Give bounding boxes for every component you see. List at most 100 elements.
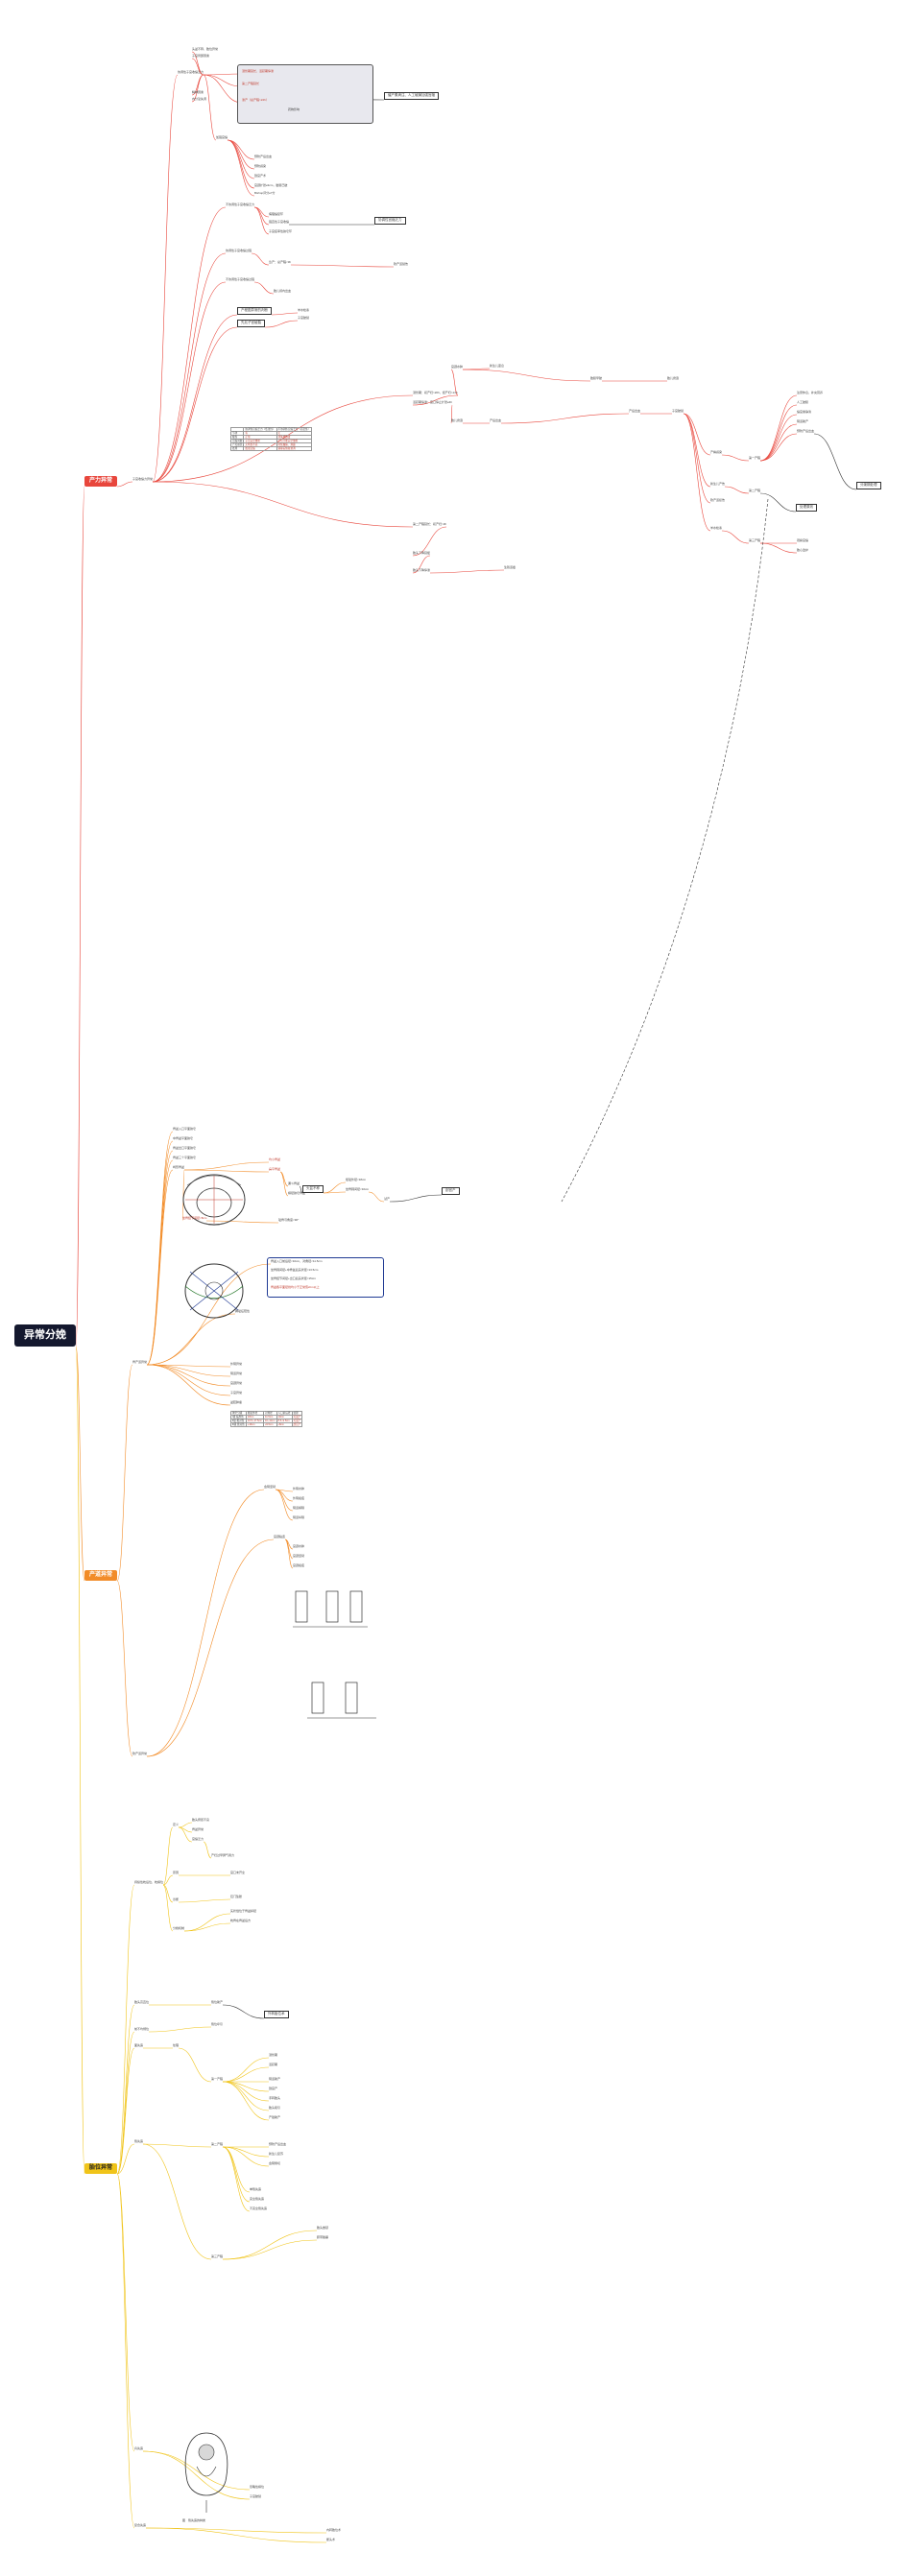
s1r-c2[interactable]: 第二产程 (749, 489, 761, 492)
s3-e3[interactable]: 宫缩乏力 (192, 1837, 204, 1841)
s3-g3[interactable]: 不完全臀先露 (250, 2206, 268, 2210)
s3-f1[interactable]: 第一产程 (211, 2077, 224, 2081)
s2-v5[interactable]: 盆腔肿瘤 (230, 1400, 243, 1404)
s2-v4[interactable]: 子宫异常 (230, 1391, 243, 1395)
s3-g5[interactable]: 脐带脱垂 (317, 2235, 329, 2239)
s1-cs[interactable]: 剖宫产术 (254, 174, 267, 178)
s3-main2[interactable]: 胎头高直位 (134, 2000, 150, 2004)
s1-box2[interactable]: 第二产程延长 (242, 82, 260, 85)
s1-chart2[interactable]: Bishop评分≥7分 (254, 191, 276, 195)
s3-f12[interactable]: 新生儿复苏 (269, 2152, 284, 2156)
s2-q2[interactable]: 外阴水肿 (293, 1487, 305, 1491)
section-node-3[interactable]: 胎位异常 (84, 2163, 118, 2174)
s1-r6[interactable]: 宫颈水肿 (451, 365, 464, 369)
s1-box3[interactable]: 滞产（总产程>24h） (242, 98, 269, 102)
s1-treat1[interactable]: 加强宫缩 (216, 135, 228, 139)
s1-cause5[interactable]: 药物影响 (288, 107, 300, 111)
s3-e4[interactable]: 产妇过早屏气用力 (211, 1853, 235, 1857)
s3-main3[interactable]: 前不均倾位 (134, 2027, 150, 2031)
s1-a3[interactable]: 协调性子宫收缩过强 (226, 249, 252, 252)
s1-box1[interactable]: 潜伏期延长、活跃期停滞 (242, 69, 275, 73)
s2-q7[interactable]: 宫颈水肿 (293, 1544, 305, 1548)
s1r-c4[interactable]: 注意休息，补充营养 (797, 391, 824, 394)
s3-h4[interactable]: 断头术 (326, 2538, 336, 2541)
s2-box-b[interactable]: 试产 (384, 1197, 391, 1201)
s1-boxed-a[interactable]: 协调性宫缩乏力 (374, 217, 406, 225)
s2-q9[interactable]: 宫颈瘢痕 (293, 1563, 305, 1567)
s1-r12[interactable]: 软产道裂伤 (394, 262, 409, 266)
s3-d3[interactable]: 诊断 (173, 1897, 180, 1901)
s3-e6[interactable]: 肛门坠胀 (230, 1895, 243, 1898)
s2-p1[interactable]: 骨盆入口平面狭窄 (173, 1127, 197, 1131)
s1-ring2[interactable]: 强直性子宫收缩 (269, 220, 290, 224)
s3-d1[interactable]: 定义 (173, 1823, 180, 1826)
s2-q4[interactable]: 阴道横隔 (293, 1506, 305, 1510)
s1-chart1[interactable]: 宫颈扩张≥3cm，胎膜已破 (254, 183, 288, 187)
s3-f5[interactable]: 活跃期 (269, 2063, 278, 2066)
s2-diag4[interactable]: 耻骨弓角度<90° (278, 1218, 300, 1222)
s3-h3[interactable]: 内转胎位术 (326, 2528, 342, 2532)
s1r-c8[interactable]: 预防产后出血 (797, 429, 815, 433)
s1-r13[interactable]: 胎儿颅内出血 (274, 289, 292, 293)
s3-e2[interactable]: 骨盆异常 (192, 1827, 204, 1831)
s2-bigbox3[interactable]: 坐骨结节间径+出口后矢状径<15cm (271, 1276, 316, 1280)
s1-ring3[interactable]: 子宫痉挛性狭窄环 (269, 229, 293, 233)
s1r-t1[interactable]: 胎膜早破 (590, 376, 603, 380)
s1r-t4[interactable]: 子宫破裂 (672, 409, 684, 413)
section-node-1[interactable]: 产力异常 (84, 476, 118, 487)
s3-f4[interactable]: 潜伏期 (269, 2053, 278, 2057)
s1-treat3[interactable]: 预防感染 (254, 164, 267, 168)
s1-r8[interactable]: 新生儿窒息 (490, 364, 505, 368)
s3-f8[interactable]: 手转胎头 (269, 2096, 281, 2100)
s1-r4[interactable]: 胎头下降延缓 (413, 551, 431, 555)
s3-g2[interactable]: 完全臀先露 (250, 2197, 265, 2201)
s2-label-b[interactable]: 扁平骨盆 (269, 1167, 281, 1171)
s3-f7[interactable]: 剖宫产 (269, 2087, 278, 2090)
s2-soft[interactable]: 软产道异常 (132, 1752, 148, 1755)
s1r-t3[interactable]: 产后出血 (629, 409, 641, 413)
s1-r15[interactable]: 子宫破裂 (298, 316, 310, 320)
s2-p2[interactable]: 中骨盆平面狭窄 (173, 1136, 194, 1140)
s1-a4[interactable]: 不协调性子宫收缩过强 (226, 277, 255, 281)
s2-p3[interactable]: 骨盆出口平面狭窄 (173, 1146, 197, 1150)
s1-right-box2[interactable]: 先兆子宫破裂 (237, 320, 265, 327)
s1-callout[interactable]: 催产素滴注、人工破膜加强宫缩 (384, 92, 439, 100)
s3-e5[interactable]: 宫口未开全 (230, 1871, 246, 1874)
section-node-2[interactable]: 产道异常 (84, 1570, 118, 1581)
s1r-box[interactable]: 分娩期处理 (856, 482, 881, 489)
s1-r7[interactable]: 胎儿窘迫 (451, 418, 464, 422)
s2-v3[interactable]: 宫颈异常 (230, 1381, 243, 1385)
s1r-c9[interactable]: 观察宫缩 (797, 538, 809, 542)
s2-box-c[interactable]: 剖宫产 (442, 1187, 460, 1195)
s1r-box2[interactable]: 处理原则 (796, 504, 817, 512)
s3-h1[interactable]: 忽略性横位 (250, 2485, 265, 2489)
s3-f13[interactable]: 会阴侧切 (269, 2161, 281, 2165)
s3-e1[interactable]: 胎头俯屈不良 (192, 1818, 210, 1822)
s1-r14[interactable]: 羊水栓塞 (298, 308, 310, 312)
s1-cause3[interactable]: 精神因素 (192, 90, 204, 94)
s3-f10[interactable]: 产钳助产 (269, 2115, 281, 2119)
s1-r10[interactable]: 生殖道瘘 (504, 565, 516, 569)
s2-diag3[interactable]: 坐骨结节间径<8cm (182, 1216, 207, 1220)
s2-p5[interactable]: 畸形骨盆 (173, 1165, 185, 1169)
s3-f11[interactable]: 预防产后出血 (269, 2142, 287, 2146)
s2-bigbox1[interactable]: 骨盆入口前后径<10cm，对角径<11.5cm (271, 1259, 323, 1263)
s3-box-b[interactable]: 臀位牵引 (211, 2022, 224, 2026)
s3-main4[interactable]: 面先露 (134, 2043, 144, 2047)
s2-label-a[interactable]: 均小骨盆 (269, 1157, 281, 1161)
s2-q6[interactable]: 宫颈粘连 (274, 1535, 286, 1538)
s2-diag1[interactable]: 骶耻外径<18cm (346, 1178, 367, 1181)
s1-cause4[interactable]: 内分泌失调 (192, 97, 207, 101)
s2-bigbox2[interactable]: 坐骨棘间径+中骨盆后矢状径<13.5cm (271, 1268, 319, 1272)
s3-main5[interactable]: 臀先露 (134, 2139, 144, 2143)
s2-q3[interactable]: 外阴瘢痕 (293, 1496, 305, 1500)
s3-f2[interactable]: 第二产程 (211, 2142, 224, 2146)
s2-q1[interactable]: 会阴坚韧 (264, 1485, 276, 1489)
s1r-c6[interactable]: 缩宫素静滴 (797, 410, 812, 414)
s1-r9[interactable]: 产后出血 (490, 418, 502, 422)
s2-label-d[interactable]: 横径狭窄骨盆 (288, 1191, 306, 1195)
s2-box-a[interactable]: 头盆不称 (302, 1185, 324, 1193)
s3-g1[interactable]: 单臀先露 (250, 2187, 262, 2191)
s3-f9[interactable]: 胎头吸引 (269, 2106, 281, 2110)
s1-r11[interactable]: 急产：总产程<3h (269, 260, 292, 264)
